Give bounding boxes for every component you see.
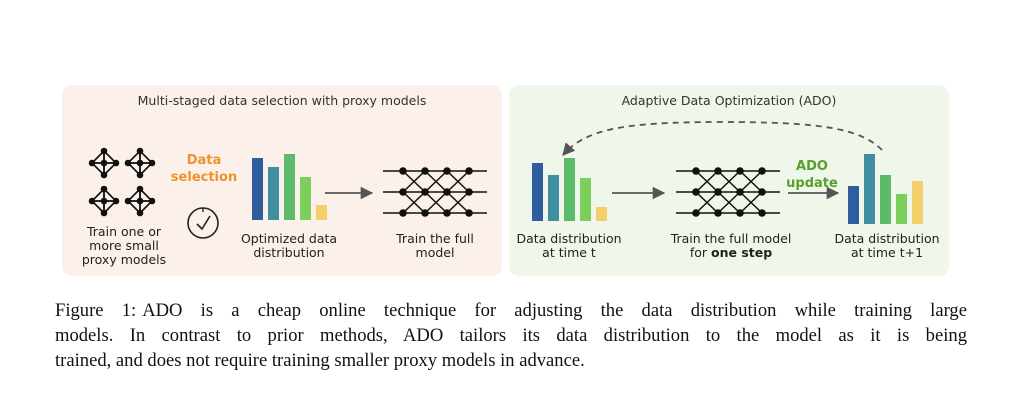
proxy-models-label: Train one or more small proxy models: [81, 224, 167, 267]
bar-data-distribution-t-2: [548, 175, 559, 221]
bar-data-distribution-t1-1: [848, 186, 859, 224]
full-model-network-icon: [383, 167, 487, 217]
figure-label: Figure 1:: [55, 300, 137, 321]
bar-data-distribution-t1-4: [896, 194, 907, 224]
distribution-time-t-label: Data distribution at time t: [516, 231, 622, 260]
bar-chart-optimized-data-distribution: [252, 154, 327, 220]
proxy-network-icon: [88, 147, 156, 217]
bar-chart-data-distribution-t1: [848, 154, 923, 224]
caption-line-1: Figure 1:ADO is a cheap online technique…: [55, 300, 967, 321]
caption-line-3: trained, and does not require training s…: [55, 350, 585, 371]
bar-chart-data-distribution-t: [532, 158, 607, 221]
bar-data-distribution-t-1: [532, 163, 543, 221]
data-selection-label: Data selection: [170, 153, 238, 185]
bar-optimized-data-distribution-5: [316, 205, 327, 220]
bar-data-distribution-t1-5: [912, 181, 923, 224]
optimized-distribution-label: Optimized data distribution: [240, 231, 338, 260]
caption-line-2: models. In contrast to prior methods, AD…: [55, 325, 967, 346]
figure-caption: Figure 1:ADO is a cheap online technique…: [55, 298, 967, 373]
bar-optimized-data-distribution-4: [300, 177, 311, 220]
distribution-time-t1-label: Data distribution at time t+1: [834, 231, 940, 260]
bar-data-distribution-t-5: [596, 207, 607, 221]
dashed-loop-arrow-icon: [562, 121, 883, 156]
bar-optimized-data-distribution-2: [268, 167, 279, 220]
clock-icon: [187, 207, 219, 239]
bar-data-distribution-t1-2: [864, 154, 875, 224]
bar-data-distribution-t1-3: [880, 175, 891, 224]
ado-update-label: ADO update: [786, 159, 838, 191]
bar-data-distribution-t-3: [564, 158, 575, 221]
train-full-model-label: Train the full model: [396, 231, 474, 260]
bar-data-distribution-t-4: [580, 178, 591, 221]
one-step-emphasis: one step: [711, 245, 773, 260]
left-panel-title: Multi-staged data selection with proxy m…: [137, 93, 427, 108]
bar-optimized-data-distribution-3: [284, 154, 295, 220]
one-step-network-icon: [676, 167, 780, 217]
right-panel-title: Adaptive Data Optimization (ADO): [621, 93, 837, 108]
train-one-step-label: Train the full model for one step: [670, 231, 792, 260]
bar-optimized-data-distribution-1: [252, 158, 263, 220]
left-panel: Multi-staged data selection with proxy m…: [62, 85, 502, 276]
